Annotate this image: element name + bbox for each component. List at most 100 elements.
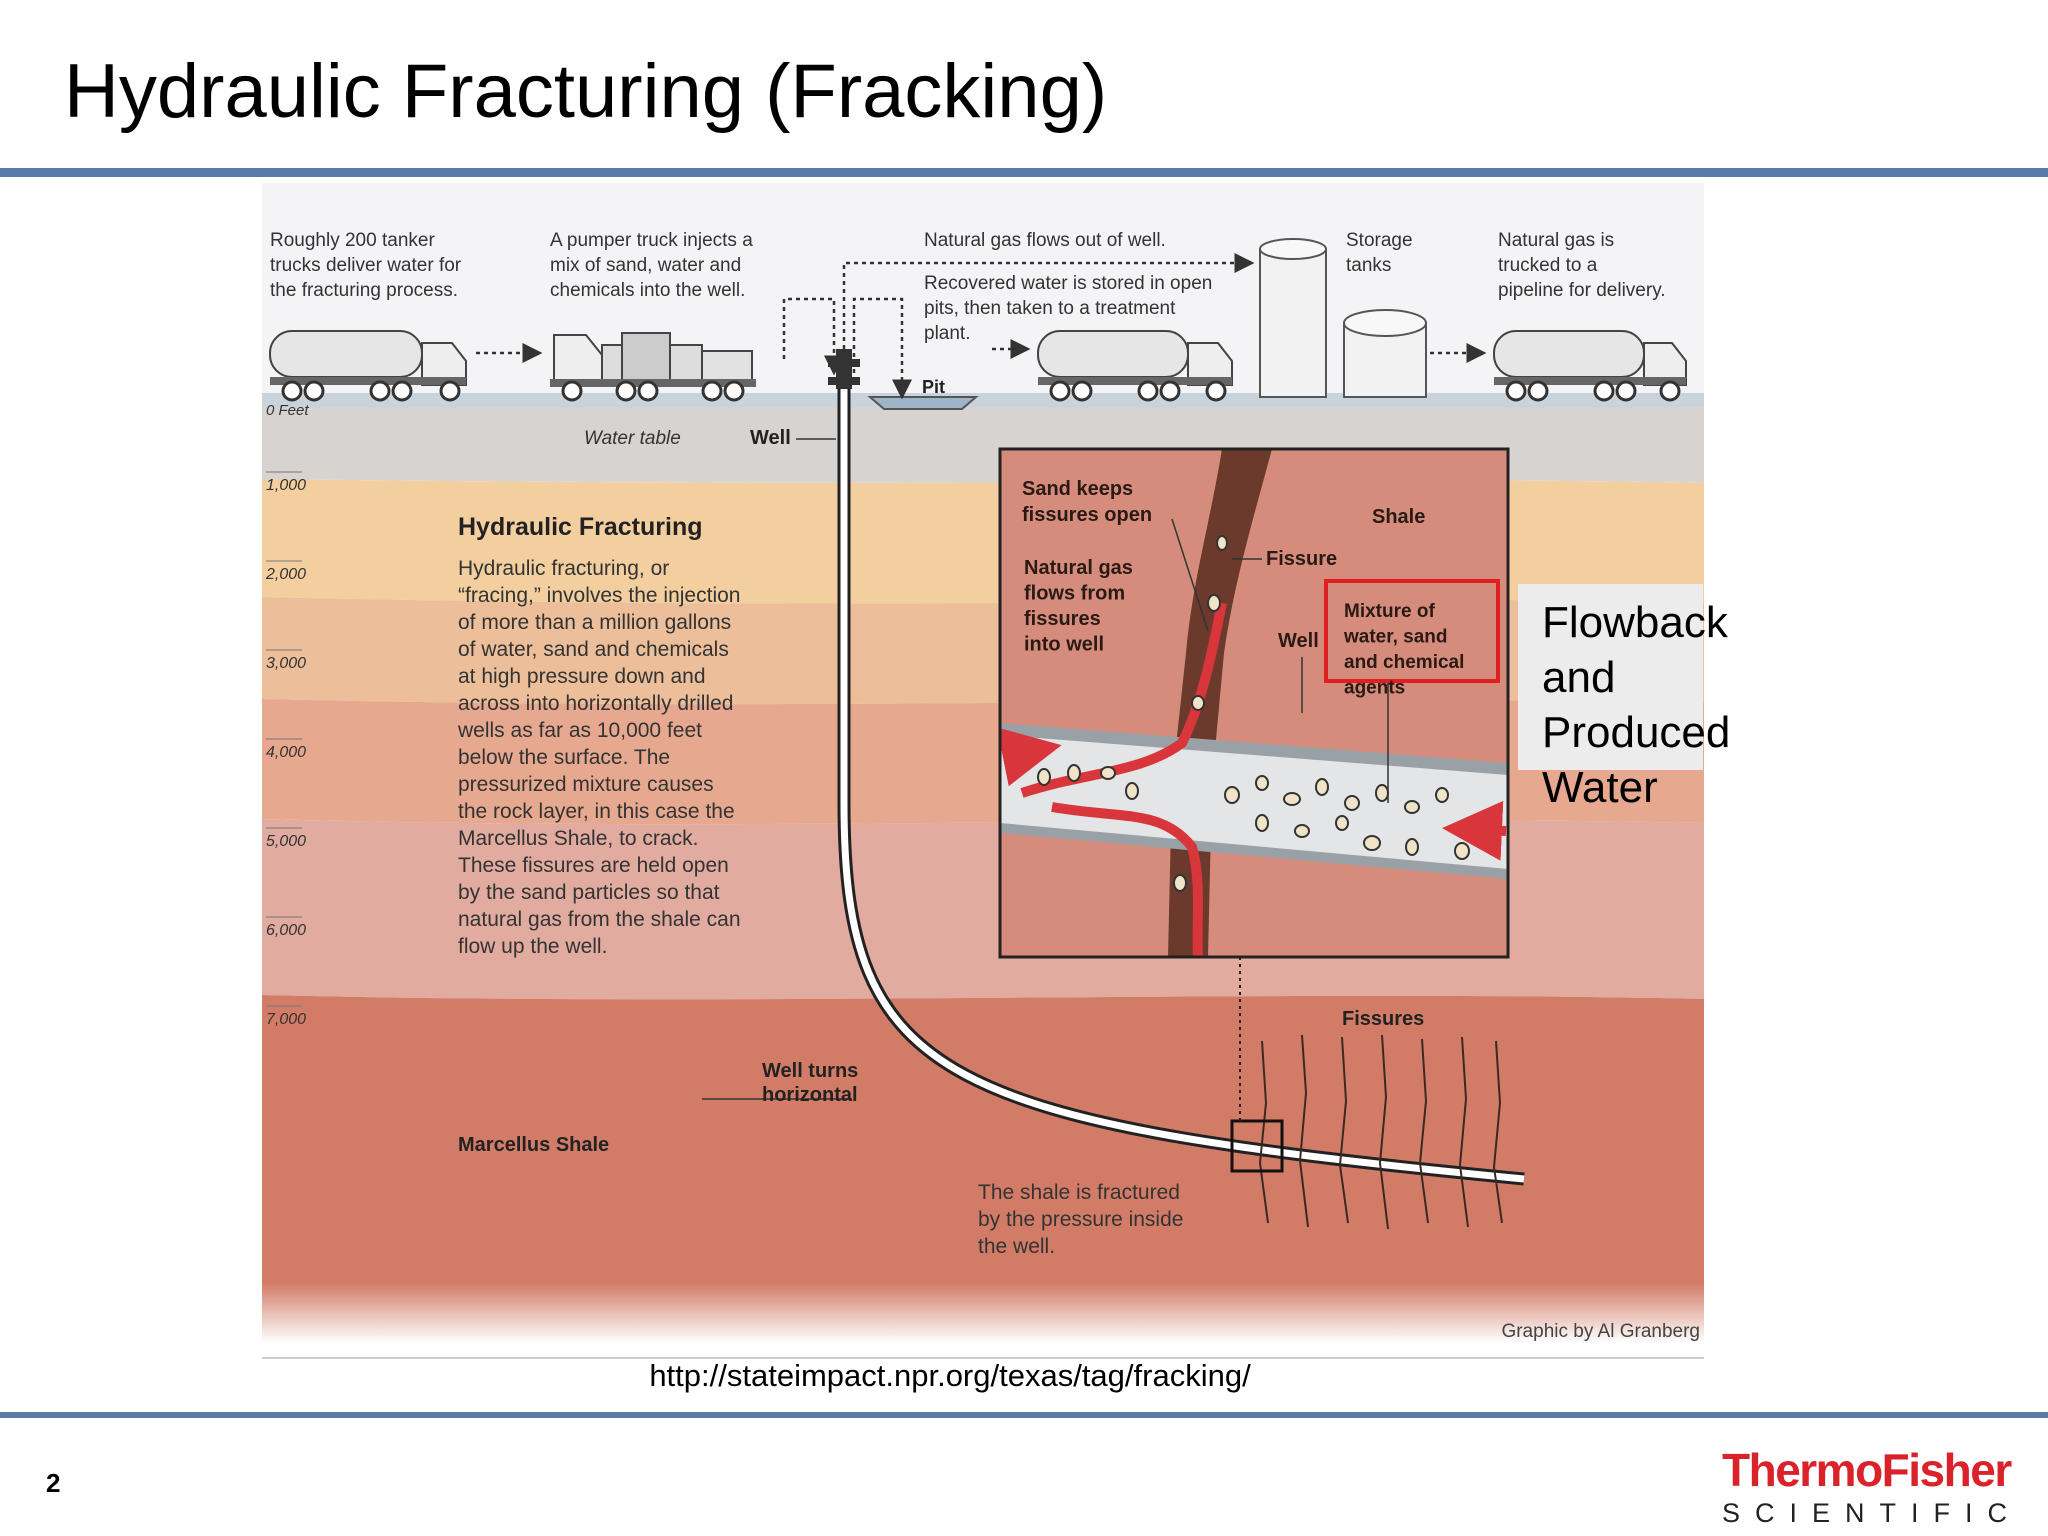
pumper-truck-icon — [550, 332, 756, 402]
note-storage-line: tanks — [1346, 255, 1391, 276]
explainer-body-line: natural gas from the shale can — [458, 908, 741, 931]
inset-label-mixture-line: and chemical — [1344, 652, 1464, 673]
note-pumper-line: chemicals into the well. — [550, 280, 745, 301]
logo-subtitle: SCIENTIFIC — [1722, 1498, 2023, 1528]
explainer-body-line: Marcellus Shale, to crack. — [458, 827, 698, 850]
callout-line-1: Flowback and — [1542, 598, 1728, 702]
explainer-body-line: below the surface. The — [458, 746, 670, 769]
inset-label-mixture-line: water, sand — [1343, 627, 1448, 648]
note-delivery-line: trucked to a — [1498, 255, 1598, 276]
explainer-body-line: “fracing,” involves the injection — [458, 584, 740, 607]
wellhead-icon — [828, 349, 860, 389]
thermo-fisher-logo: ThermoFisher SCIENTIFIC — [1722, 1444, 2023, 1528]
note-delivery: Natural gas is trucked to a pipeline for d… — [1498, 230, 1666, 301]
callout-line-2: Produced — [1542, 708, 1731, 757]
explainer-body-line: the rock layer, in this case the — [458, 800, 735, 823]
water-pit — [867, 396, 979, 410]
depth-tick-label: 4,000 — [266, 744, 306, 761]
inset-label-gas-line: flows from — [1024, 583, 1125, 605]
depth-tick-label: 6,000 — [266, 922, 306, 939]
inset-label-mixture-line: Mixture of — [1344, 601, 1435, 622]
depth-tick-label: 7,000 — [266, 1011, 306, 1028]
label-water-table: Water table — [584, 428, 681, 449]
explainer-body-line: Hydraulic fracturing, or — [458, 557, 669, 580]
note-tanker-line: Roughly 200 tanker — [270, 230, 435, 251]
inset-label-sand-line: fissures open — [1022, 504, 1152, 526]
note-tanker-line: trucks deliver water for — [270, 255, 462, 276]
label-marcellus: Marcellus Shale — [458, 1134, 609, 1156]
mixture-highlight-box — [1324, 579, 1500, 683]
surface-notes: Roughly 200 tanker trucks deliver water f… — [270, 230, 1666, 344]
label-well-turns-line: Well turns — [762, 1060, 858, 1082]
note-recovered-line: pits, then taken to a treatment — [924, 298, 1176, 319]
note-delivery-line: Natural gas is — [1498, 230, 1614, 251]
inset-label-sand-line: Sand keeps — [1022, 478, 1133, 500]
label-well-turns-line: horizontal — [762, 1084, 858, 1106]
inset-detail — [1000, 449, 1508, 957]
inset-locator-box — [1230, 1119, 1284, 1173]
note-tanker: Roughly 200 tanker trucks deliver water f… — [270, 230, 462, 301]
note-recovered-line: plant. — [924, 323, 970, 344]
ground-strip — [262, 393, 1704, 409]
callout-line-3: Water — [1542, 763, 1658, 812]
flowback-callout: Flowback and Produced Water — [1518, 584, 1731, 812]
logo-wordmark: ThermoFisher — [1722, 1444, 2012, 1496]
inset-label-well: Well — [1278, 630, 1319, 652]
explainer-body-line: pressurized mixture causes — [458, 773, 714, 796]
inset-label-gas-line: fissures — [1024, 608, 1101, 630]
label-fissures: Fissures — [1342, 1008, 1424, 1030]
label-pit: Pit — [922, 377, 945, 397]
note-recovered: Recovered water is stored in open pits, t… — [924, 273, 1212, 344]
explainer-body-line: across into horizontally drilled — [458, 692, 733, 715]
note-pumper-line: A pumper truck injects a — [550, 230, 753, 251]
gas-truck-icon — [1493, 330, 1687, 402]
explainer-heading: Hydraulic Fracturing — [458, 513, 703, 541]
explainer-body-line: by the sand particles so that — [458, 881, 720, 904]
depth-tick-label: 2,000 — [265, 566, 306, 583]
depth-tick-label: 5,000 — [266, 833, 306, 850]
note-gas-flow: Natural gas flows out of well. — [924, 230, 1166, 251]
note-tanker-line: the fracturing process. — [270, 280, 458, 301]
inset-label-gas-line: Natural gas — [1024, 557, 1133, 579]
label-fractured-note-line: The shale is fractured — [978, 1181, 1180, 1204]
surface-background — [262, 183, 1704, 406]
flow-arrows — [476, 253, 1487, 400]
title-divider — [0, 168, 2048, 177]
explainer-body-line: wells as far as 10,000 feet — [457, 719, 702, 742]
explainer-body: Hydraulic fracturing, or “fracing,” invol… — [457, 557, 741, 958]
label-well: Well — [750, 427, 791, 449]
explainer-body-line: at high pressure down and — [458, 665, 706, 688]
fracking-diagram: Roughly 200 tanker trucks deliver water f… — [262, 183, 1704, 1359]
label-fractured-note: The shale is fractured by the pressure in… — [978, 1181, 1183, 1258]
label-fractured-note-line: by the pressure inside — [978, 1208, 1183, 1231]
inset-label-gas: Natural gas flows from fissures into well — [1024, 557, 1133, 656]
water-truck-icon — [1037, 330, 1233, 402]
explainer-body-line: These fissures are held open — [458, 854, 729, 877]
fissures — [1258, 1034, 1503, 1230]
depth-tick-label: 1,000 — [266, 477, 306, 494]
depth-tick-label: 3,000 — [266, 655, 306, 672]
explainer-body-line: of water, sand and chemicals — [458, 638, 729, 661]
note-gas-flow-line: Natural gas flows out of well. — [924, 230, 1166, 251]
explainer-body-line: of more than a million gallons — [458, 611, 731, 634]
inset-label-fissure: Fissure — [1266, 548, 1337, 570]
slide-title: Hydraulic Fracturing (Fracking) — [64, 49, 1108, 134]
note-storage-line: Storage — [1346, 230, 1413, 251]
storage-tanks-icon — [1259, 238, 1427, 398]
inset-label-sand: Sand keeps fissures open — [1022, 478, 1152, 526]
note-recovered-line: Recovered water is stored in open — [924, 273, 1212, 294]
page-number: 2 — [46, 1468, 61, 1498]
depth-scale: 1,000 2,000 3,000 4,000 5,000 6,000 7,000 — [265, 471, 306, 1028]
note-delivery-line: pipeline for delivery. — [1498, 280, 1666, 301]
explainer-body-line: flow up the well. — [458, 935, 607, 958]
source-url: http://stateimpact.npr.org/texas/tag/fra… — [649, 1358, 1251, 1393]
label-fractured-note-line: the well. — [978, 1235, 1055, 1258]
inset-label-gas-line: into well — [1024, 634, 1104, 656]
label-feet-zero: 0 Feet — [266, 402, 309, 419]
tanker-truck-icon — [269, 330, 467, 402]
footer-divider — [0, 1412, 2048, 1418]
inset-label-shale: Shale — [1372, 506, 1425, 528]
